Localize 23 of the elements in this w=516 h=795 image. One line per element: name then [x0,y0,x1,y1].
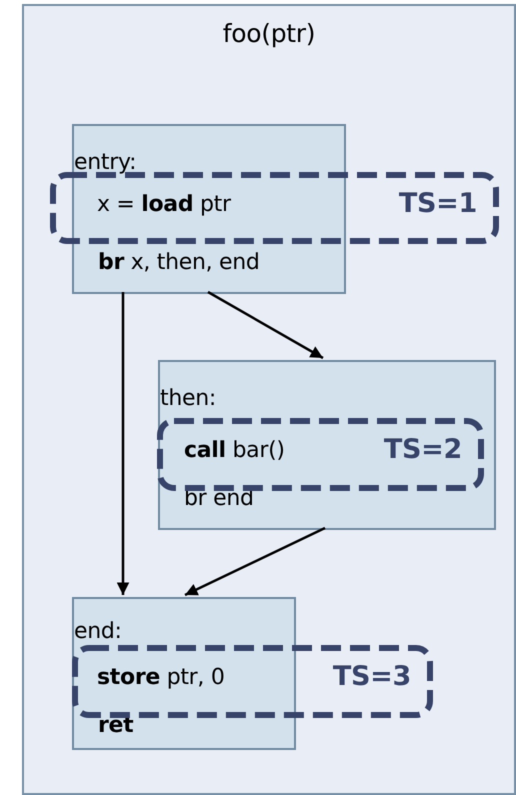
instruction-text: br x, then, end [98,250,260,276]
arrow [116,292,130,595]
dashed-region [157,418,484,491]
timestamp-label: TS=2 [384,434,462,466]
instruction-text: x = load ptr [97,192,231,218]
instruction-text: br end [184,486,254,512]
function-frame [22,4,516,795]
function-title: foo(ptr) [222,20,316,49]
block-label: end: [74,619,122,644]
dashed-region [72,645,433,718]
block-label: then: [160,386,216,412]
block-label: entry: [74,150,136,176]
basic-block [72,124,346,294]
instruction-text: call bar() [184,438,285,464]
timestamp-label: TS=1 [398,188,477,220]
arrow [184,526,326,596]
instruction-text: ret [98,713,134,738]
arrow [207,290,324,360]
instruction-text: store ptr, 0 [97,665,225,690]
basic-block [158,360,496,530]
basic-block [72,597,296,750]
dashed-region [50,172,499,244]
timestamp-label: TS=3 [332,661,411,692]
